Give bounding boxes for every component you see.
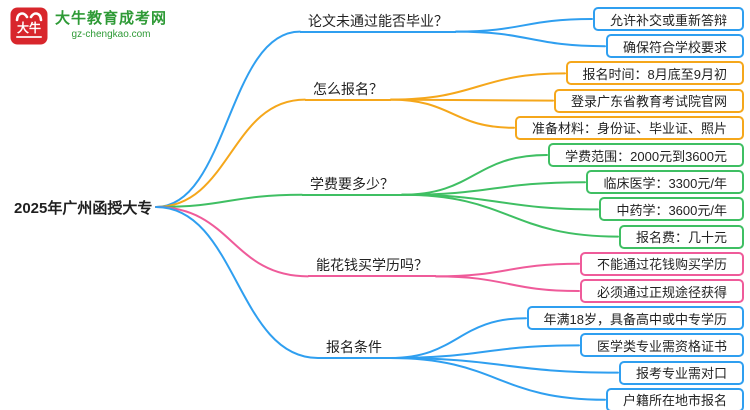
leaf-topic[interactable]: 确保符合学校要求 [605,34,744,59]
branch-topic[interactable]: 学费要多少？ [302,172,402,196]
leaf-topic[interactable]: 不能通过花钱购买学历 [579,251,744,276]
leaf-topic[interactable]: 准备材料：身份证、毕业证、照片 [514,115,744,140]
leaf-topic[interactable]: 报考专业需对口 [618,360,744,385]
leaf-topic[interactable]: 临床医学：3300元/年 [586,170,744,195]
leaf-topic[interactable]: 医学类专业需资格证书 [579,333,744,358]
root-topic[interactable]: 2025年广州函授大专 [14,199,153,217]
leaf-topic[interactable]: 年满18岁，具备高中或中专学历 [526,306,744,331]
bull-icon: 大牛 [10,7,48,45]
leaf-topic[interactable]: 报名时间：8月底至9月初 [565,61,744,86]
leaf-topic[interactable]: 必须通过正规途径获得 [579,279,744,303]
leaf-topic[interactable]: 允许补交或重新答辩 [592,7,744,31]
leaf-topic[interactable]: 中药学：3600元/年 [599,197,744,222]
leaf-topic[interactable]: 登录广东省教育考试院官网 [553,88,744,113]
brand-name: 大牛教育成考网 [55,10,168,28]
leaf-topic[interactable]: 报名费：几十元 [618,224,744,249]
branch-topic[interactable]: 论文未通过能否毕业？ [300,9,456,33]
svg-text:大牛: 大牛 [17,20,41,35]
brand-text: 大牛教育成考网 gz-chengkao.com [55,10,167,41]
branch-topic[interactable]: 报名条件 [318,335,390,359]
leaf-topic[interactable]: 户籍所在地市报名 [605,387,744,410]
brand-url: gz-chengkao.com [71,29,151,41]
leaf-topic[interactable]: 学费范围：2000元到3600元 [548,143,744,167]
branch-topic[interactable]: 能花钱买学历吗？ [308,253,436,278]
brand-logo: 大牛 大牛教育成考网 gz-chengkao.com [10,7,167,45]
branch-topic[interactable]: 怎么报名？ [305,77,391,101]
